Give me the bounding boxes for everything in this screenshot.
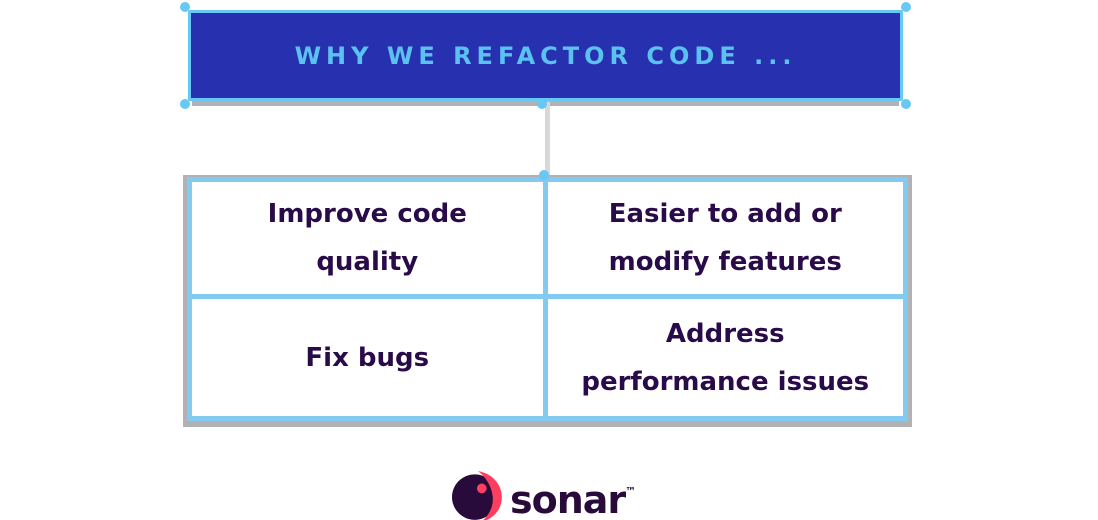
cell-text: Easier to add or	[608, 199, 842, 229]
header-title: WHY WE REFACTOR CODE ...	[294, 41, 797, 70]
cell-text: Fix bugs	[305, 342, 430, 373]
cell-text: performance issues	[581, 366, 870, 397]
cell-text: Improve code	[267, 199, 467, 229]
connector-line[interactable]	[545, 102, 550, 180]
sonar-logo: sonar™	[452, 466, 636, 520]
table-cell-fix-bugs[interactable]: Fix bugs	[192, 299, 548, 416]
cell-text: Address	[665, 318, 785, 349]
resize-handle-bottom-left[interactable]	[180, 99, 190, 109]
header-shape[interactable]: WHY WE REFACTOR CODE ...	[180, 2, 911, 109]
table[interactable]: Improve code quality Easier to add or mo…	[187, 170, 908, 421]
table-cell-improve-code-quality[interactable]: Improve code quality	[192, 182, 548, 299]
sonar-swirl-icon	[452, 471, 502, 520]
connector-endpoint-header[interactable]	[536, 99, 547, 109]
sonar-wordmark-text: sonar	[510, 478, 626, 520]
trademark-symbol: ™	[625, 485, 636, 498]
resize-handle-bottom-right[interactable]	[901, 99, 911, 109]
cell-text: modify features	[608, 247, 842, 277]
table-cell-easier-to-add[interactable]: Easier to add or modify features	[547, 182, 903, 299]
resize-handle-top-left[interactable]	[180, 2, 190, 12]
sonar-wordmark: sonar™	[510, 466, 636, 520]
table-cell-address-performance[interactable]: Address performance issues	[548, 299, 904, 416]
cell-text: quality	[316, 247, 419, 277]
connector-endpoint-table[interactable]	[538, 170, 549, 180]
resize-handle-top-right[interactable]	[901, 2, 911, 12]
